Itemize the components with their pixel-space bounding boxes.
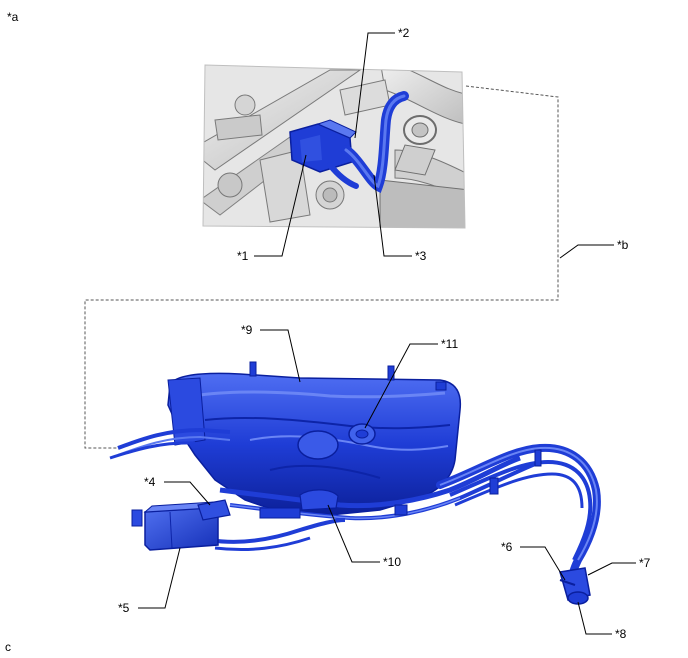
corner-label-a: *a [7,10,19,24]
callout-11: *11 [441,337,459,351]
callout-7: *7 [639,556,651,570]
corner-label-c: c [5,640,11,654]
callout-b: *b [617,238,629,252]
callout-8: *8 [615,627,627,641]
fuel-tank-assembly [109,361,601,605]
callout-10: *10 [383,555,402,569]
callout-5: *5 [118,601,130,615]
dashed-connector [84,85,559,449]
callout-1: *1 [237,249,249,263]
callout-6: *6 [501,540,513,554]
leader-lines [138,32,636,635]
callout-2: *2 [398,26,410,40]
callout-4: *4 [144,475,156,489]
engine-bay-inset [202,64,466,229]
callout-9: *9 [241,323,253,337]
callout-3: *3 [415,249,427,263]
